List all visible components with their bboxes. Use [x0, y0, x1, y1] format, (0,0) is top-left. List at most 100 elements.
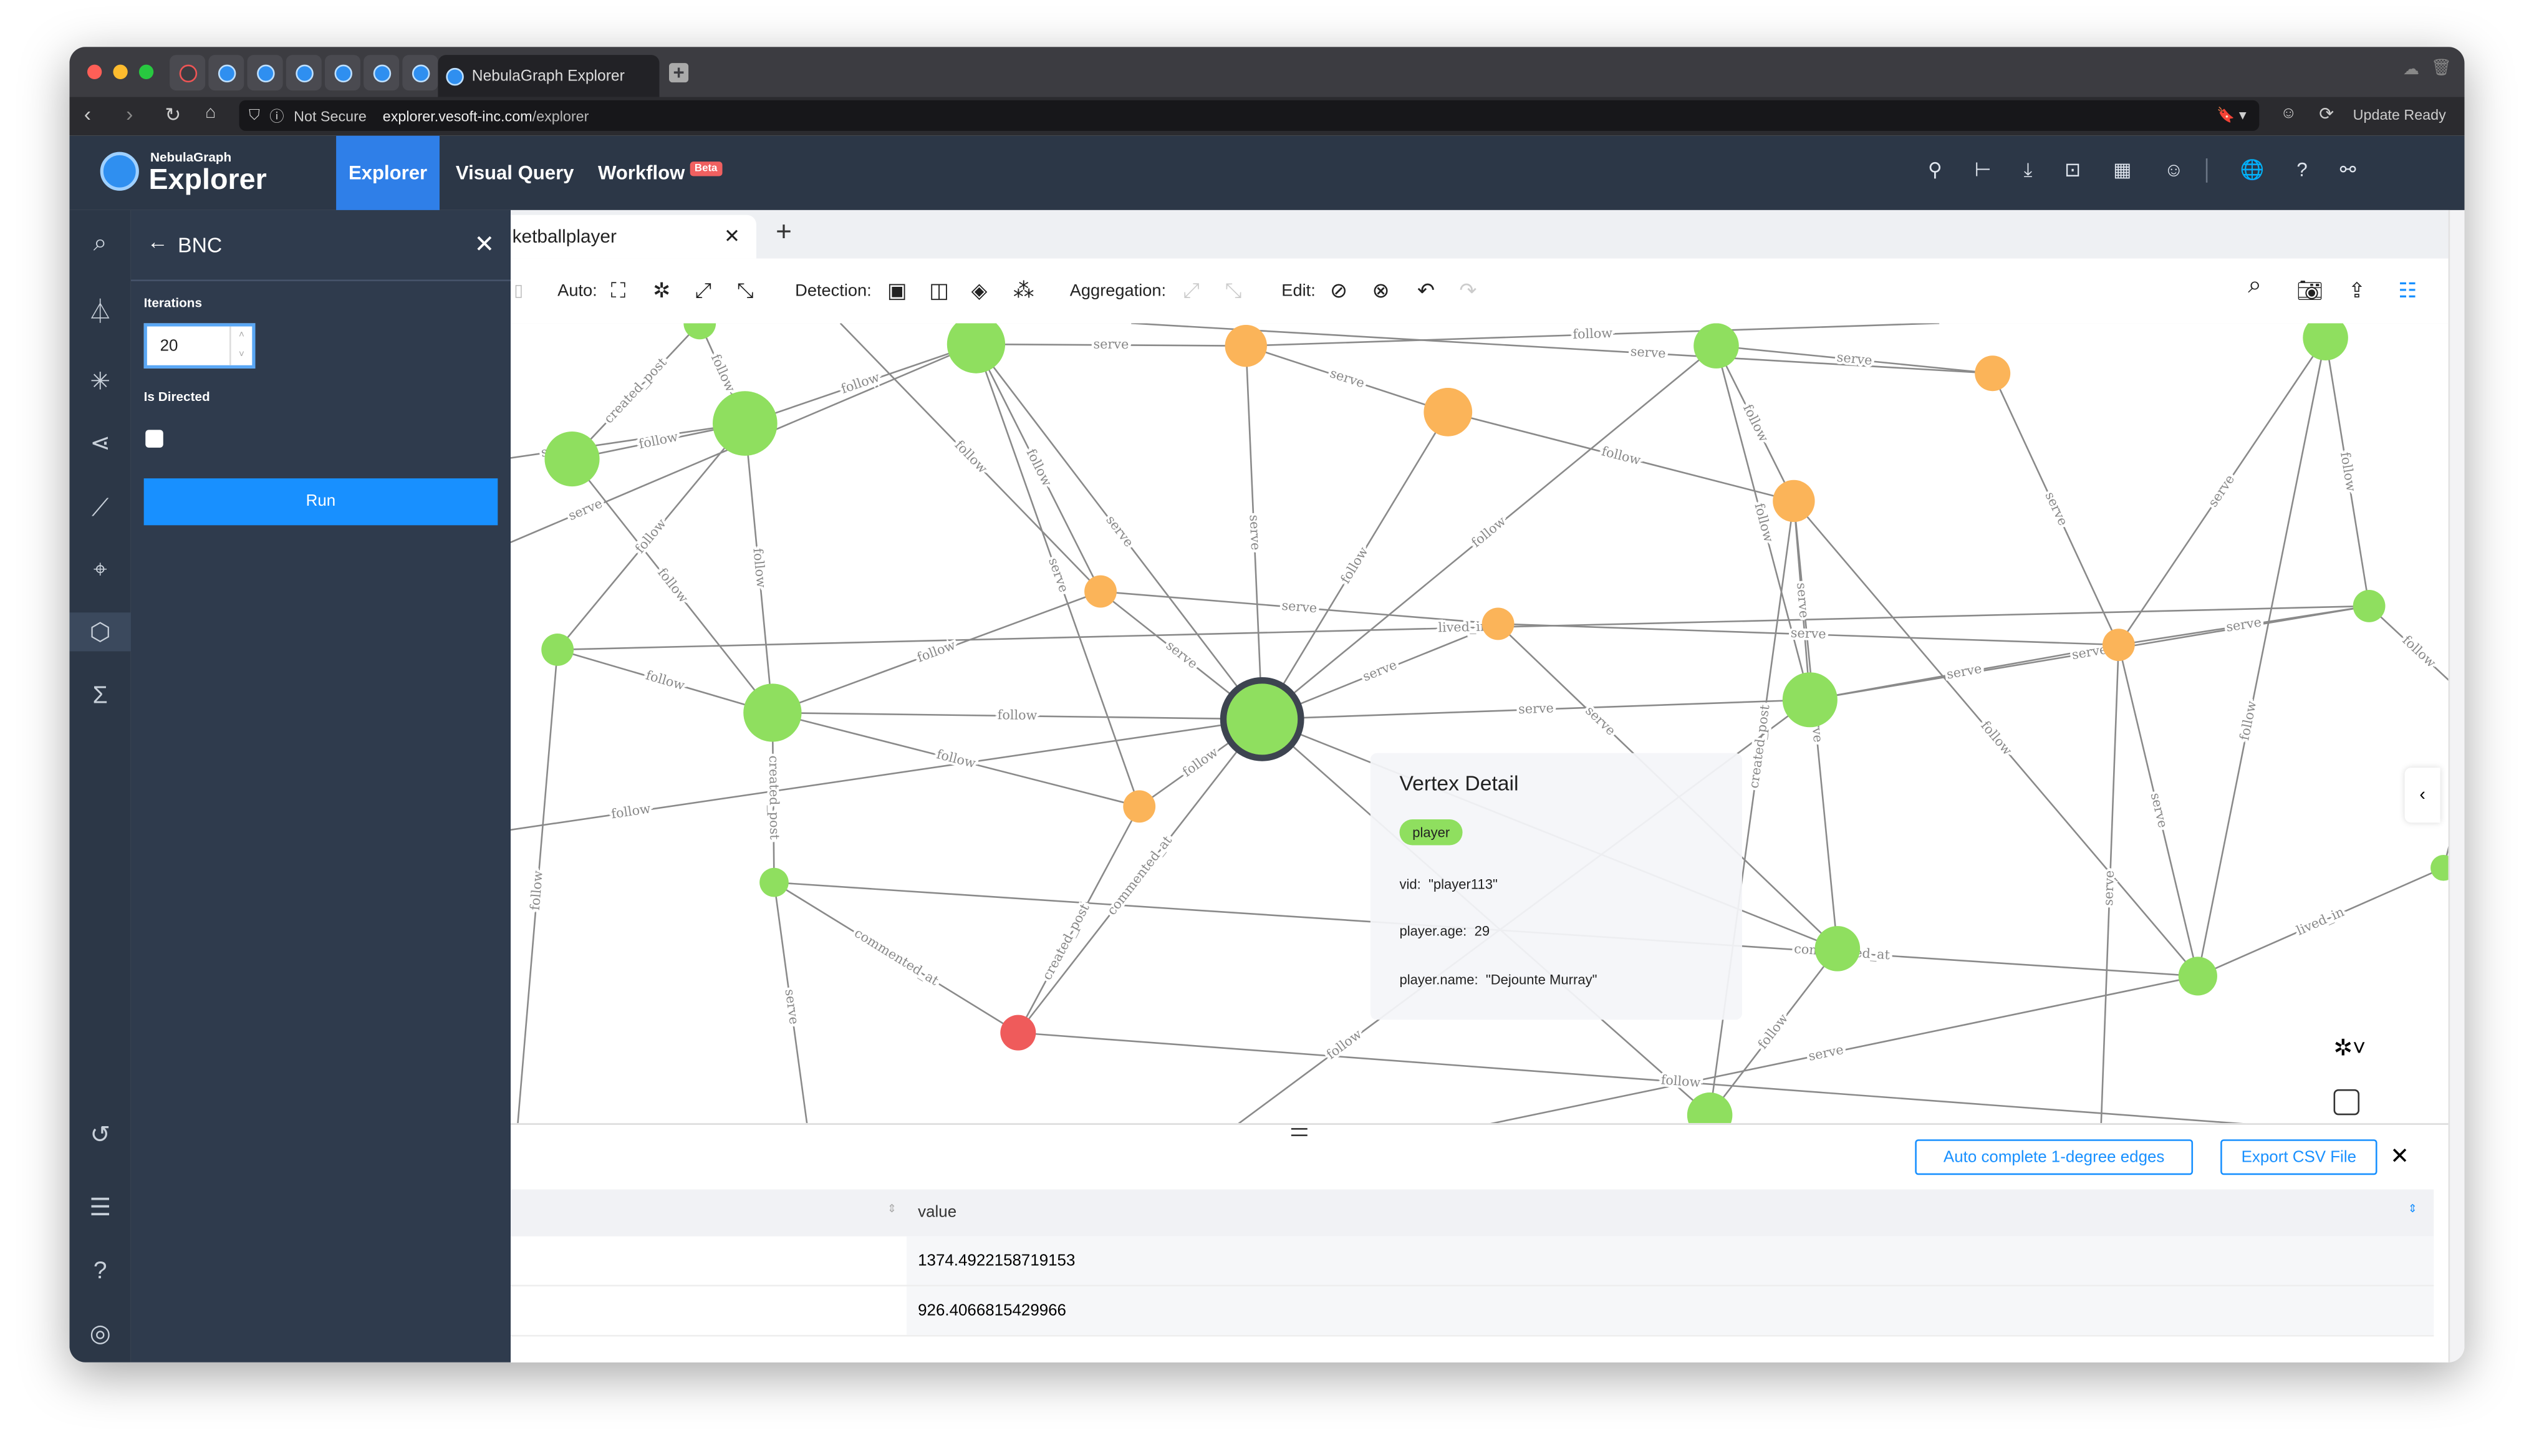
home-icon[interactable]: ⌂: [205, 103, 216, 123]
vertex-post[interactable]: [1000, 1015, 1036, 1051]
table-icon[interactable]: ▦: [2113, 158, 2132, 181]
fullscreen-icon[interactable]: [2333, 1089, 2360, 1116]
edge-follow[interactable]: [744, 423, 774, 713]
reload-icon[interactable]: ↻: [165, 103, 181, 127]
vertex-player[interactable]: [544, 431, 600, 487]
edge-commented_at[interactable]: [1017, 718, 1263, 1033]
auto-expand-icon[interactable]: ⤢: [695, 277, 712, 302]
nav-tab-explorer[interactable]: Explorer: [336, 135, 440, 210]
vertex-player[interactable]: [2430, 855, 2449, 881]
vertex-player[interactable]: [712, 391, 778, 456]
list-view-icon[interactable]: ☷: [2398, 277, 2417, 302]
edge-follow[interactable]: [517, 649, 559, 1124]
filter-icon[interactable]: ⏃: [88, 298, 113, 326]
close-panel-icon[interactable]: ✕: [474, 231, 495, 259]
vertex-player[interactable]: [1687, 1092, 1733, 1124]
edge-follow[interactable]: [772, 711, 1140, 808]
edge-follow[interactable]: [839, 323, 1101, 592]
edge-serve[interactable]: [511, 422, 746, 533]
edge-serve[interactable]: [2117, 644, 2199, 976]
edge-serve[interactable]: [1455, 975, 2199, 1124]
edge-follow[interactable]: [2324, 337, 2370, 607]
edge-follow[interactable]: [511, 718, 1263, 905]
edge-serve[interactable]: [1262, 698, 1810, 720]
disaggregate-icon[interactable]: ⤡: [1225, 277, 1242, 302]
edge-follow[interactable]: [772, 711, 1263, 720]
edge-follow[interactable]: [1447, 411, 1795, 502]
canvas-tab[interactable]: ketballplayer✕: [511, 215, 756, 259]
browser-tab[interactable]: [402, 55, 438, 91]
help-icon[interactable]: ?: [93, 1256, 107, 1285]
search-icon[interactable]: ⌕: [93, 228, 107, 256]
edge-serve[interactable]: [975, 344, 1263, 720]
new-tab-button[interactable]: +: [669, 63, 689, 82]
edge-lived_in[interactable]: [557, 605, 2369, 651]
vertex-player[interactable]: [759, 867, 789, 897]
browser-tab[interactable]: [247, 55, 283, 91]
profile-icon[interactable]: ☺: [2280, 105, 2297, 123]
schema-tree-icon[interactable]: ⊢: [1974, 158, 1992, 181]
edge-serve[interactable]: [1498, 623, 2119, 646]
edge-serve[interactable]: [975, 344, 1140, 807]
minimize-window-button[interactable]: [113, 64, 128, 79]
vertex-player[interactable]: [2178, 957, 2217, 996]
edge-serve[interactable]: [2100, 645, 2120, 1124]
show-hidden-icon[interactable]: ⊗: [1372, 277, 1390, 302]
vertex-team[interactable]: [1424, 388, 1473, 436]
history-icon[interactable]: ↺: [90, 1121, 110, 1149]
nav-tab-visual-query[interactable]: Visual Query: [455, 162, 574, 185]
edge-serve[interactable]: [2442, 517, 2449, 869]
edge-follow[interactable]: [1793, 500, 2199, 977]
edge-follow[interactable]: [772, 591, 1101, 714]
vertex-player[interactable]: [2353, 590, 2386, 622]
collapse-icon[interactable]: ▯: [514, 281, 524, 301]
vertex-team[interactable]: [1123, 790, 1156, 823]
connection-icon[interactable]: ⚯: [2339, 158, 2356, 181]
console-icon[interactable]: ⊡: [2064, 158, 2081, 181]
aggregate-icon[interactable]: ⤢: [1183, 277, 1200, 302]
edge-created_post[interactable]: [571, 323, 701, 460]
edge-follow[interactable]: [557, 423, 746, 650]
vertex-team[interactable]: [1773, 480, 1815, 523]
edge-serve[interactable]: [773, 882, 808, 1124]
expand-icon[interactable]: ✳: [90, 368, 110, 396]
hide-icon[interactable]: ⊘: [1330, 277, 1348, 302]
browser-tab[interactable]: [170, 55, 206, 91]
column-header-value[interactable]: value: [918, 1203, 957, 1222]
detect-path-icon[interactable]: ◈: [971, 277, 988, 302]
vertex-player[interactable]: [1220, 677, 1304, 761]
forward-icon[interactable]: ›: [126, 102, 133, 127]
location-icon[interactable]: ⌖: [93, 555, 107, 583]
vertex-team[interactable]: [1225, 324, 1267, 367]
vertex-player[interactable]: [683, 323, 716, 340]
auto-complete-edges-button[interactable]: Auto complete 1-degree edges: [1915, 1139, 2194, 1175]
edge-serve[interactable]: [1131, 323, 1993, 374]
edge-serve[interactable]: [511, 343, 976, 759]
share-path-icon[interactable]: ⋖: [90, 430, 110, 458]
undo-icon[interactable]: ↶: [1417, 277, 1435, 302]
export-icon[interactable]: ⇪: [2348, 277, 2366, 302]
browser-tab[interactable]: [208, 55, 244, 91]
import-icon[interactable]: ⤓: [2023, 158, 2033, 181]
vertex-player[interactable]: [947, 323, 1006, 374]
edge-follow[interactable]: [744, 343, 976, 425]
edge-serve[interactable]: [2117, 337, 2326, 645]
run-button[interactable]: Run: [143, 478, 498, 526]
update-ready-label[interactable]: Update Ready: [2353, 107, 2446, 123]
close-tab-icon[interactable]: ✕: [723, 224, 741, 248]
is-directed-checkbox[interactable]: [145, 430, 163, 448]
edge-serve[interactable]: [1245, 345, 1263, 720]
edge-commented_at[interactable]: [773, 882, 1019, 1034]
settings-icon[interactable]: ◎: [89, 1320, 111, 1348]
back-arrow-icon[interactable]: ←: [147, 229, 168, 254]
sort-icon[interactable]: ⇕: [2407, 1203, 2418, 1216]
vertex-player[interactable]: [541, 633, 574, 666]
bookmark-icon[interactable]: 🔖 ▾: [2217, 107, 2247, 123]
page-scrollbar[interactable]: [2448, 210, 2465, 1362]
browser-tab-active[interactable]: NebulaGraph Explorer: [438, 55, 660, 97]
detect-edge-icon[interactable]: ◫: [929, 277, 950, 302]
vertex-player[interactable]: [2303, 323, 2348, 360]
graph-icon[interactable]: ⚲: [1928, 158, 1942, 181]
edge-follow[interactable]: [1261, 345, 1717, 720]
